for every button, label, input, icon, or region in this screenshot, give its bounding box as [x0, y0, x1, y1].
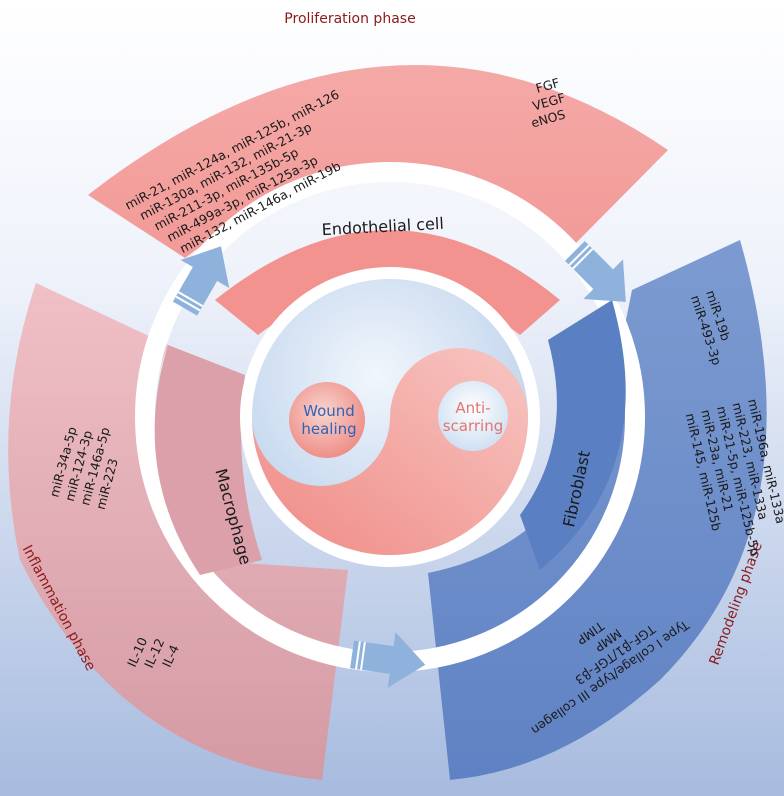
remodeling-sector [428, 240, 767, 780]
arrow-to-proliferation [172, 246, 230, 316]
arrow-to-inflammation-bottom [350, 632, 426, 688]
wound-healing-dot [289, 382, 365, 458]
proliferation-phase-label: Proliferation phase [284, 11, 415, 27]
macrophage-sector [154, 345, 262, 575]
anti-scarring-dot [438, 381, 508, 451]
wound-label-line1: Wound [303, 402, 355, 420]
arrow-to-remodeling [565, 241, 626, 302]
anti-label-line1: Anti- [455, 399, 490, 417]
proliferation-factor-0: FGF [534, 75, 561, 96]
wound-label-line2: healing [301, 420, 356, 438]
anti-label-line2: scarring [443, 417, 504, 435]
fibroblast-sector [520, 300, 626, 570]
